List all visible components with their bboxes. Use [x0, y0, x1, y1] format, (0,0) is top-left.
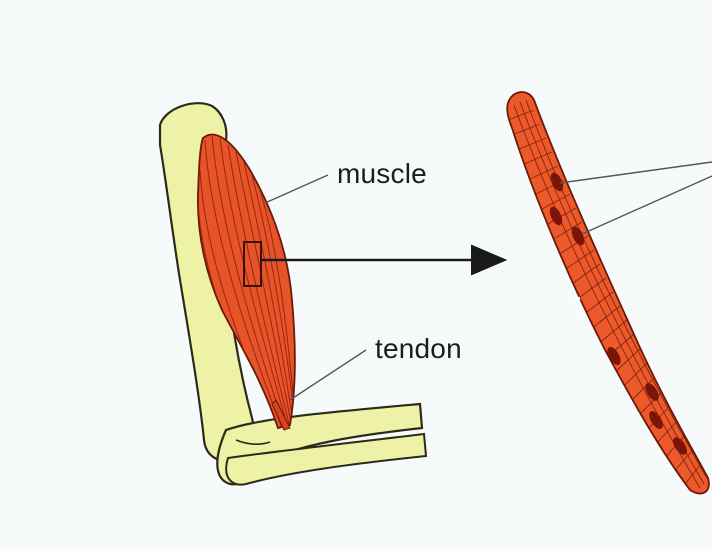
muscle-leader-line — [265, 175, 328, 203]
nuclei-leader-line-upper — [560, 162, 712, 183]
nuclei-leader-line-lower — [582, 176, 712, 234]
muscle-fiber-cell — [507, 92, 709, 494]
tendon-leader-line — [290, 350, 366, 400]
muscle-label: muscle — [337, 158, 427, 190]
tendon-label: tendon — [375, 333, 462, 365]
